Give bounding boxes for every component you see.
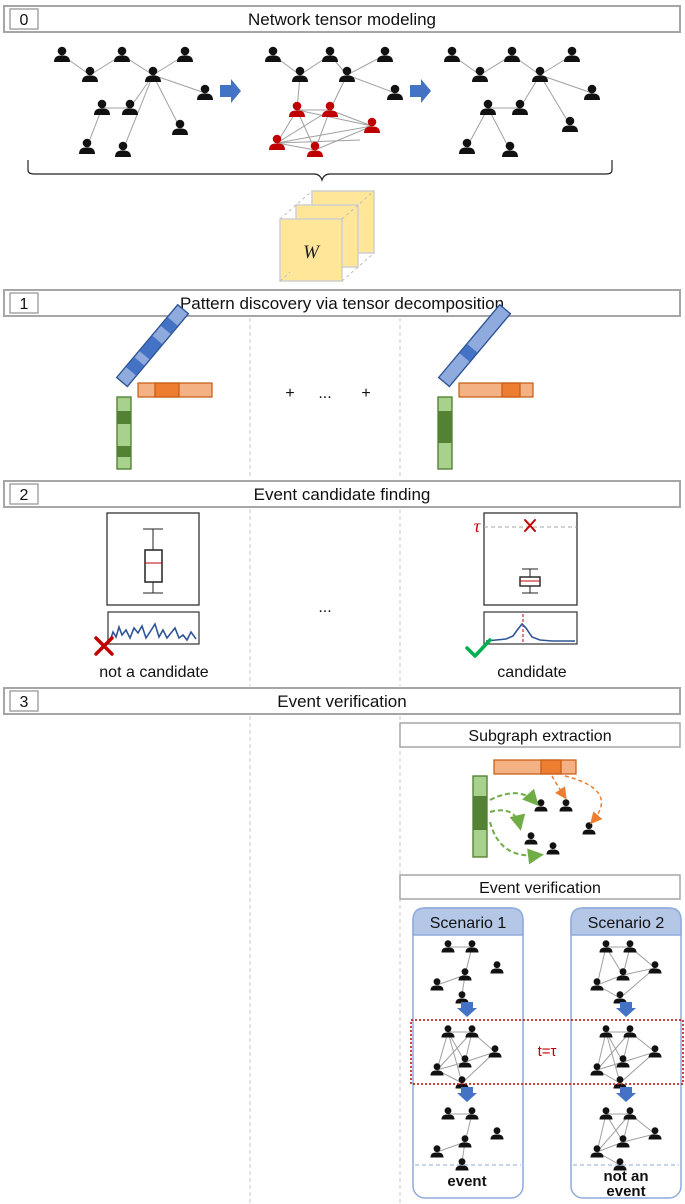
section-3-header: 3 Event verification	[3, 687, 681, 715]
network-snapshot-3	[444, 46, 600, 157]
section-0-header: 0 Network tensor modeling	[3, 5, 681, 33]
scenario-1-column: Scenario 1	[412, 907, 524, 1199]
scenario-1-label: Scenario 1	[430, 915, 507, 932]
event-verification-header: Event verification	[399, 874, 681, 900]
plus-sign-1: +	[285, 385, 294, 402]
rank-one-component-r	[437, 303, 534, 470]
time-series-panel-right	[483, 611, 578, 645]
time-series-panel-left	[107, 611, 200, 645]
right-arrow-1	[220, 79, 241, 103]
section-1-number: 1	[20, 296, 29, 313]
candidate-ellipsis: ...	[318, 599, 331, 616]
time-tau-label: t=τ	[538, 1043, 557, 1060]
time-tau-highlight	[410, 1019, 684, 1085]
reject-x-icon	[94, 636, 114, 656]
section-3-title: Event verification	[277, 692, 406, 711]
scenario-2-column: Scenario 2	[570, 907, 682, 1200]
network-snapshot-2	[265, 46, 403, 157]
plus-sign-2: +	[361, 385, 370, 402]
boxplot-panel-left	[106, 512, 200, 606]
curly-brace	[27, 160, 613, 182]
subgraph-extraction-header: Subgraph extraction	[399, 722, 681, 748]
section-1-title: Pattern discovery via tensor decompositi…	[180, 294, 504, 313]
scenario-2-outcome-line1: not an	[604, 1168, 649, 1185]
section-2-header: 2 Event candidate finding	[3, 480, 681, 508]
section-1-header: 1 Pattern discovery via tensor decomposi…	[3, 289, 681, 317]
candidate-label: candidate	[497, 664, 566, 681]
scenario-2-outcome-line2: event	[606, 1183, 645, 1200]
outlier-x-icon	[524, 519, 536, 532]
tensor-cube: W	[279, 190, 375, 282]
rank-one-component-1	[115, 303, 213, 470]
section-2-title: Event candidate finding	[254, 485, 431, 504]
scenario-2-label: Scenario 2	[588, 915, 665, 932]
network-snapshot-1	[54, 46, 213, 157]
section-0-title: Network tensor modeling	[248, 10, 436, 29]
right-arrow-2	[410, 79, 431, 103]
section-0-number: 0	[20, 12, 29, 29]
boxplot-panel-right	[483, 512, 578, 606]
svg-text:Subgraph extraction: Subgraph extraction	[468, 728, 611, 745]
accept-check-icon	[465, 638, 492, 658]
tau-threshold-label: τ	[474, 516, 481, 536]
section-3-number: 3	[20, 694, 29, 711]
tensor-label: W	[303, 242, 321, 263]
svg-text:Event verification: Event verification	[479, 880, 601, 897]
section-2-number: 2	[20, 487, 29, 504]
not-candidate-label: not a candidate	[99, 664, 209, 681]
subgraph-extraction-figure	[472, 759, 603, 865]
column-separators	[249, 318, 401, 1204]
sum-ellipsis: ...	[318, 385, 331, 402]
scenario-1-outcome: event	[447, 1173, 486, 1190]
